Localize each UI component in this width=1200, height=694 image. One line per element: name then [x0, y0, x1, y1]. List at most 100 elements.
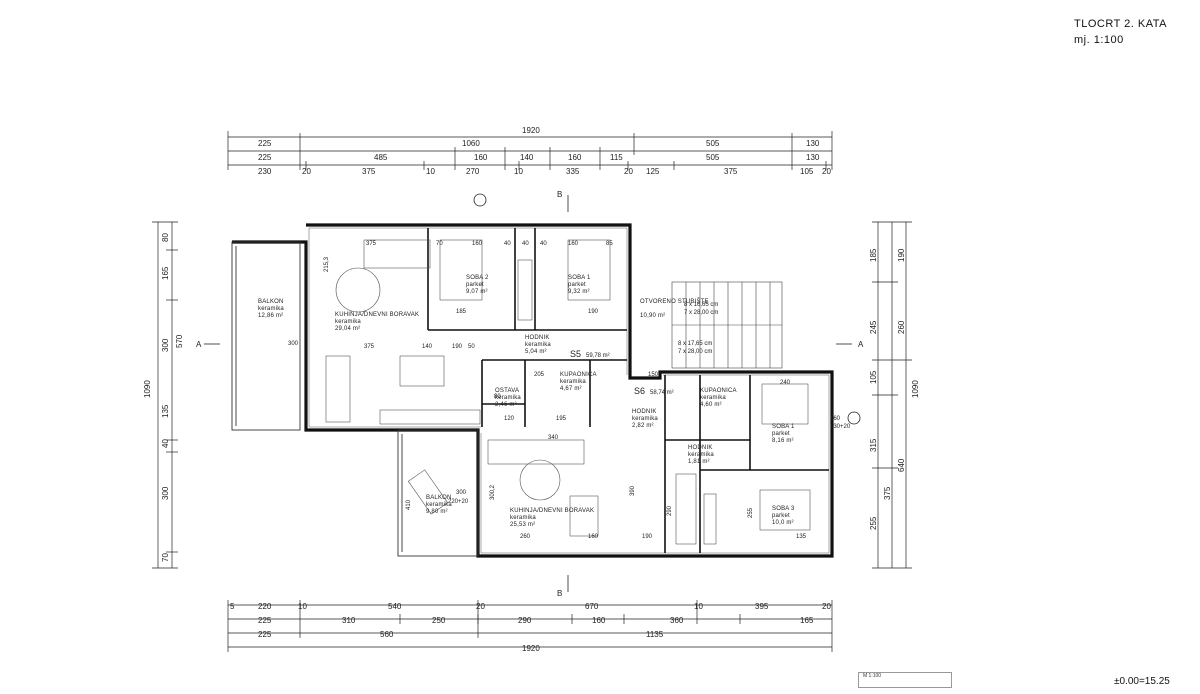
- top-dim: 225: [258, 139, 272, 148]
- scale-note: M 1:100: [863, 673, 882, 679]
- right-dim: 375: [883, 486, 892, 500]
- inner-dim: 240: [780, 380, 791, 386]
- inner-dim: 135: [796, 534, 807, 540]
- top-dim: 505: [706, 139, 720, 148]
- bottom-dimensions: [227, 600, 833, 652]
- right-dim: 255: [869, 516, 878, 530]
- round-rug-2: [519, 459, 561, 501]
- room-name: HODNIK: [525, 335, 550, 341]
- bottom-dim: 10: [694, 602, 703, 611]
- left-dim: 135: [161, 404, 170, 418]
- top-dim: 160: [568, 153, 582, 162]
- room-area: 9,07 m²: [466, 289, 488, 295]
- bottom-dim: 220: [258, 602, 272, 611]
- stair-note: 8 x 17,65 cm: [678, 341, 712, 347]
- kitchen-counter-2: [675, 473, 697, 545]
- room-floor: keramika: [510, 515, 536, 521]
- right-dimensions: [872, 221, 912, 569]
- top-dim: 20: [624, 167, 633, 176]
- right-dim: 640: [897, 458, 906, 472]
- room-floor: keramika: [495, 395, 521, 401]
- right-total-dim: 1090: [911, 380, 920, 398]
- room-name: OSTAVA: [495, 388, 519, 394]
- top-dim: 115: [610, 153, 623, 162]
- wardrobe: [517, 259, 533, 321]
- inner-dimensions: 375 160 160 70 40 40 40 85 185 190 215,3…: [288, 241, 851, 540]
- inner-dim: 40: [522, 241, 529, 247]
- room-area: 10,0 m²: [772, 520, 794, 526]
- section-a-right: A: [858, 340, 864, 349]
- room-floor: keramika: [426, 502, 452, 508]
- bottom-dim: 250: [432, 616, 446, 625]
- bottom-dim: 560: [380, 630, 394, 639]
- inner-dim: 85: [606, 241, 613, 247]
- level-note: ±0.00=15.25: [1114, 676, 1170, 687]
- left-dim: 40: [161, 439, 170, 448]
- dining-table: [325, 355, 351, 423]
- bottom-dim: 360: [670, 616, 684, 625]
- right-dimension-texts: 185 190 245 260 105 315 640 375 255 1090: [869, 248, 920, 530]
- sunbed: [407, 469, 449, 515]
- room-area: 25,53 m²: [510, 522, 535, 528]
- room-floor: keramika: [688, 452, 714, 458]
- plan-scale: mj. 1:100: [1074, 34, 1124, 46]
- bed-soba-2: [439, 239, 483, 301]
- left-dimension-texts: 1090 80 165 570 300 135 40 300 70: [143, 233, 184, 562]
- room-area: 2,46 m²: [495, 402, 517, 408]
- inner-dim: 40: [504, 241, 511, 247]
- stair-note: 7 x 28,00 cm: [678, 349, 712, 355]
- inner-dim: 185: [456, 309, 467, 315]
- top-dim: 375: [362, 167, 376, 176]
- top-dim: 125: [646, 167, 660, 176]
- wall-hatch: [308, 227, 830, 554]
- room-floor: keramika: [700, 395, 726, 401]
- room-name: HODNIK: [688, 445, 713, 451]
- left-dimensions: [152, 221, 178, 569]
- kitchen-island: [399, 355, 445, 387]
- inner-dim: 300: [456, 490, 467, 496]
- top-dim: 140: [520, 153, 534, 162]
- dining-table-2: [569, 495, 599, 537]
- top-dim: 375: [724, 167, 738, 176]
- inner-dim: 150: [648, 372, 659, 378]
- inner-dim: 190: [588, 309, 599, 315]
- bottom-dim: 165: [800, 616, 814, 625]
- top-dim: 20: [302, 167, 311, 176]
- unit-s5-area: 59,78 m²: [586, 353, 610, 359]
- inner-dim: 130+20: [830, 424, 851, 430]
- inner-dim: 260: [520, 534, 531, 540]
- room-floor: parket: [772, 431, 790, 437]
- inner-dim: 290: [667, 505, 673, 516]
- top-dim: 1060: [462, 139, 480, 148]
- room-area: 12,86 m²: [258, 313, 283, 319]
- room-area: 5,04 m²: [525, 349, 547, 355]
- right-dim: 315: [869, 438, 878, 452]
- interior-walls: [427, 228, 829, 553]
- top-dim: 505: [706, 153, 720, 162]
- unit-s6-area: 58,74 m²: [650, 390, 674, 396]
- room-area: 9,32 m²: [568, 289, 590, 295]
- room-floor: parket: [772, 513, 790, 519]
- inner-dim: 80: [494, 394, 501, 400]
- stair-notes: 8 x 16,65 cm 7 x 28,00 cm 8 x 17,65 cm 7…: [678, 302, 718, 355]
- top-dim: 160: [474, 153, 488, 162]
- inner-dim: 160: [830, 416, 841, 422]
- room-floor: keramika: [335, 319, 361, 325]
- room-floor: keramika: [632, 416, 658, 422]
- top-dim: 335: [566, 167, 580, 176]
- inner-dim: 190: [452, 344, 463, 350]
- bottom-dim: 395: [755, 602, 769, 611]
- stair-note: 8 x 16,65 cm: [684, 302, 718, 308]
- left-total-dim: 1090: [143, 380, 152, 398]
- bottom-dim: 310: [342, 616, 356, 625]
- room-area: 4,60 m²: [700, 402, 722, 408]
- right-dim: 190: [897, 248, 906, 262]
- top-dimension-texts: 1920 225 1060 505 130 225 485 160 140 16…: [258, 126, 831, 176]
- bottom-dim: 290: [518, 616, 532, 625]
- top-dim: 10: [514, 167, 523, 176]
- left-dim: 300: [161, 486, 170, 500]
- round-rug: [335, 267, 381, 313]
- bottom-dim: 670: [585, 602, 599, 611]
- room-name: BALKON: [426, 495, 452, 501]
- wardrobe-2: [703, 493, 717, 545]
